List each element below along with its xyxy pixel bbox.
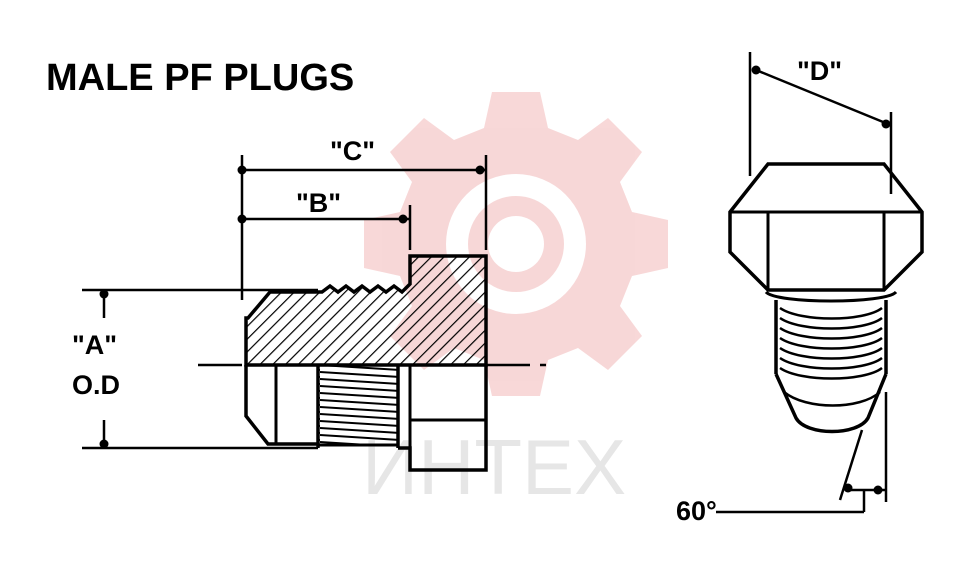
dimension-b xyxy=(237,205,412,250)
dimension-c xyxy=(237,155,488,300)
page-title: MALE PF PLUGS xyxy=(46,57,354,99)
dimension-d xyxy=(748,52,893,194)
angle-dimension xyxy=(716,392,888,514)
od-label: O.D xyxy=(72,370,120,400)
dimension-b-label: "B" xyxy=(296,188,341,218)
dimension-d-label: "D" xyxy=(797,56,842,86)
dimension-a xyxy=(82,288,318,450)
angle-label: 60° xyxy=(676,496,717,526)
section-view xyxy=(244,254,488,472)
dimension-c-label: "C" xyxy=(330,136,375,166)
dimension-a-label: "A" xyxy=(72,330,117,360)
watermark-text: ИНТЕХ xyxy=(362,423,626,511)
isometric-view xyxy=(728,162,924,434)
